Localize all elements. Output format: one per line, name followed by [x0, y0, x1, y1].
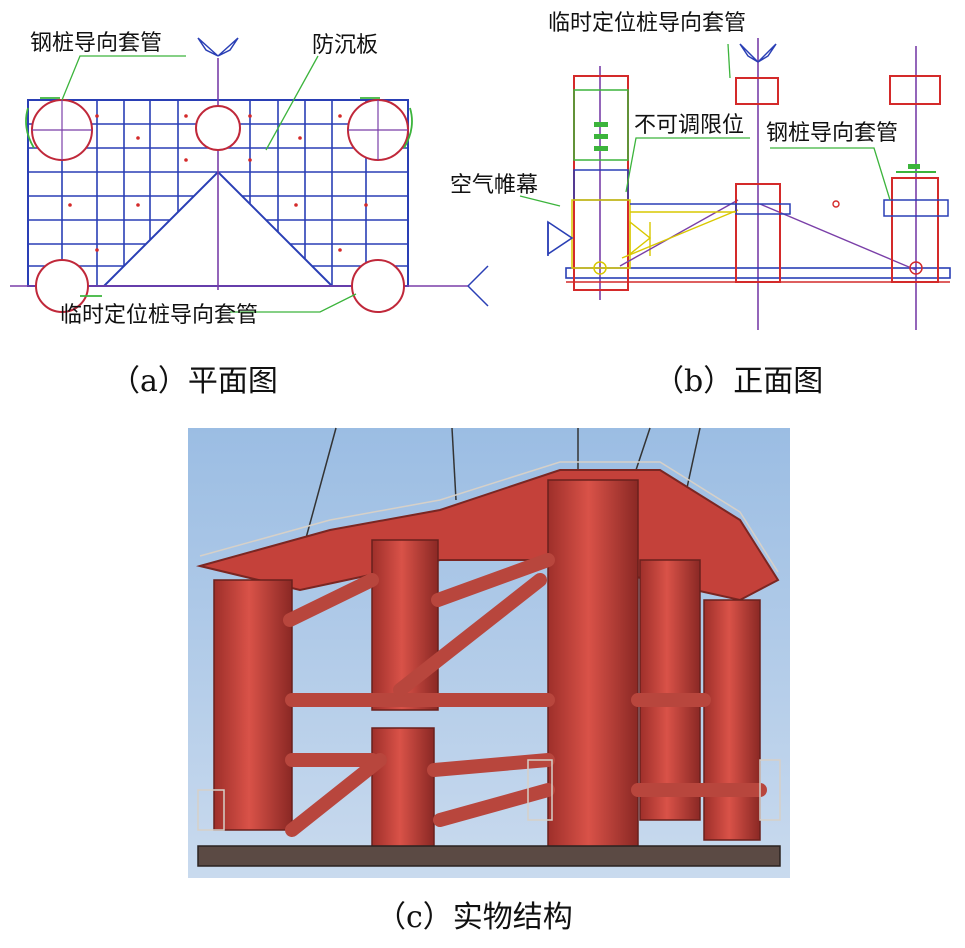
front-center-column — [735, 183, 781, 283]
label-steel-pile-sleeve-b: 钢桩导向套管 — [766, 121, 898, 146]
front-left-green-marks — [594, 122, 608, 151]
photo-columns — [213, 479, 761, 851]
front-left-column — [573, 75, 629, 291]
plan-green-marks — [25, 97, 413, 297]
front-air-curtain — [547, 220, 574, 256]
front-leader-lines — [519, 43, 891, 207]
caption-panel-b: （b）正面图 — [654, 364, 824, 399]
front-axis-arrow-icon — [739, 43, 777, 63]
panel-c-photo — [188, 427, 790, 878]
label-temp-pile-sleeve-b: 临时定位桩导向套管 — [548, 11, 746, 36]
label-temp-pile-sleeve-a: 临时定位桩导向套管 — [60, 303, 258, 328]
front-top-temp-sleeve — [735, 77, 779, 105]
plan-axis-arrow-top-icon — [197, 37, 239, 57]
label-steel-pile-sleeve-a: 钢桩导向套管 — [30, 31, 162, 56]
photo-base-plate — [197, 845, 781, 867]
photo-bracing — [283, 553, 767, 837]
caption-panel-c: （c）实物结构 — [376, 900, 573, 935]
front-base-plate — [565, 267, 951, 279]
caption-panel-a: （a）平面图 — [110, 364, 278, 399]
front-right-column — [891, 177, 939, 283]
photo-railings — [197, 461, 781, 831]
panel-b-front-view: 临时定位桩导向套管 不可调限位 钢桩导向套管 空气帷幕 — [450, 11, 951, 330]
plan-red-dots — [68, 114, 368, 252]
plan-sleeve-crosshairs — [32, 100, 408, 160]
panel-a-plan-view: 钢桩导向套管 防沉板 临时定位桩导向套管 — [10, 31, 489, 328]
label-non-adjustable-limit: 不可调限位 — [634, 113, 744, 138]
label-air-curtain: 空气帷幕 — [450, 173, 538, 198]
label-anti-sink-plate: 防沉板 — [312, 33, 378, 58]
plan-axis-arrow-right-icon — [467, 265, 489, 307]
plan-leader-lines — [61, 55, 357, 313]
